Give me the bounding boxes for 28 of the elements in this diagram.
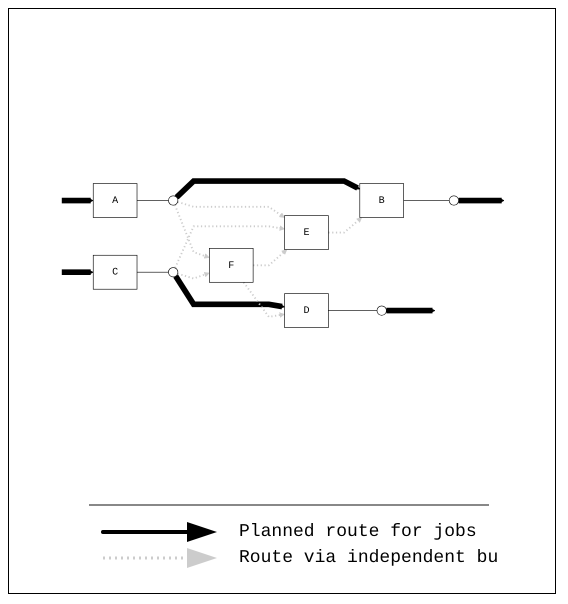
arrow bbox=[174, 204, 210, 258]
arrow bbox=[177, 200, 285, 218]
node-circle bbox=[168, 266, 178, 277]
node-box: B bbox=[359, 182, 404, 218]
arrow bbox=[328, 216, 362, 234]
connector bbox=[136, 200, 169, 201]
arrow bbox=[253, 249, 288, 266]
node-box: F bbox=[209, 248, 254, 282]
arrow bbox=[174, 178, 360, 200]
connector bbox=[403, 200, 450, 201]
node-circle bbox=[376, 305, 387, 316]
node-circle bbox=[168, 195, 178, 206]
arrow bbox=[177, 272, 210, 280]
legend-text: Route via independent bu bbox=[239, 548, 498, 568]
node-circle bbox=[448, 195, 459, 206]
arrow bbox=[386, 307, 436, 314]
node-box: E bbox=[284, 215, 329, 250]
arrow bbox=[62, 269, 94, 275]
arrow bbox=[458, 197, 504, 204]
connector bbox=[328, 310, 378, 311]
arrow bbox=[242, 281, 285, 318]
legend-text: Planned route for jobs bbox=[239, 522, 477, 542]
node-box: A bbox=[92, 182, 138, 218]
arrow bbox=[174, 225, 285, 268]
arrow bbox=[173, 274, 285, 309]
arrow bbox=[62, 197, 94, 204]
node-box: D bbox=[284, 292, 329, 328]
node-box: C bbox=[92, 254, 138, 290]
